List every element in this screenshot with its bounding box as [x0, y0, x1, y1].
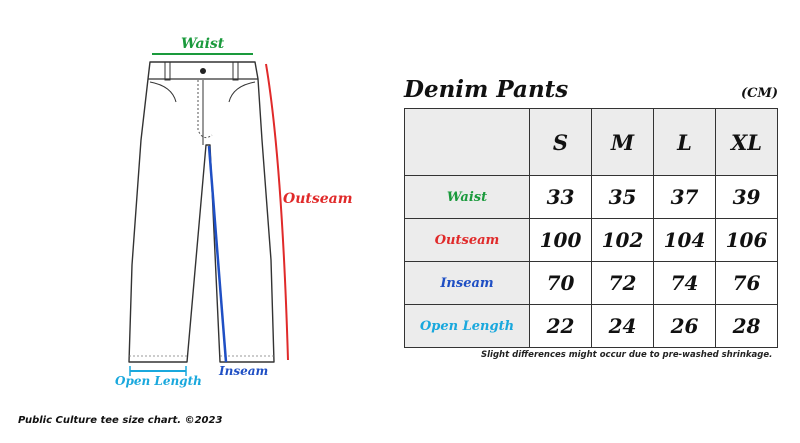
table-cell: 22	[529, 304, 592, 348]
table-cell: 35	[591, 175, 654, 219]
open-length-label: Open Length	[115, 374, 202, 388]
size-header-row: S M L XL	[404, 108, 778, 176]
size-header-l: L	[653, 108, 716, 176]
pants-diagram: Waist Outseam Inseam Open Length	[0, 0, 400, 439]
shrinkage-note: Slight differences might occur due to pr…	[481, 350, 773, 360]
unit-label: (CM)	[741, 86, 779, 101]
size-table: S M L XL Waist 33 35 37 39 Outseam 100 1…	[404, 108, 778, 348]
inseam-label: Inseam	[219, 364, 269, 378]
table-cell: 104	[653, 218, 716, 262]
inseam-measure-line	[207, 145, 228, 363]
header-corner	[404, 108, 530, 176]
table-cell: 100	[529, 218, 592, 262]
row-label-waist: Waist	[404, 175, 530, 219]
table-row: Inseam 70 72 74 76	[404, 261, 778, 305]
size-header-m: M	[591, 108, 654, 176]
table-cell: 76	[715, 261, 778, 305]
row-label-outseam: Outseam	[404, 218, 530, 262]
table-cell: 37	[653, 175, 716, 219]
table-cell: 106	[715, 218, 778, 262]
table-cell: 39	[715, 175, 778, 219]
table-cell: 26	[653, 304, 716, 348]
pocket-left	[149, 81, 177, 103]
footer-caption: Public Culture tee size chart. ©2023	[18, 415, 223, 426]
table-cell: 74	[653, 261, 716, 305]
table-title: Denim Pants	[404, 76, 569, 103]
table-row: Waist 33 35 37 39	[404, 175, 778, 219]
outseam-label: Outseam	[283, 191, 353, 207]
table-cell: 72	[591, 261, 654, 305]
pocket-right	[228, 81, 256, 103]
row-label-inseam: Inseam	[404, 261, 530, 305]
table-row: Open Length 22 24 26 28	[404, 304, 778, 348]
table-cell: 24	[591, 304, 654, 348]
table-cell: 28	[715, 304, 778, 348]
button-icon	[200, 68, 206, 74]
belt-loop	[164, 61, 171, 81]
pants-illustration	[128, 53, 289, 376]
row-label-open-length: Open Length	[404, 304, 530, 348]
table-row: Outseam 100 102 104 106	[404, 218, 778, 262]
table-cell: 33	[529, 175, 592, 219]
waist-label: Waist	[181, 36, 225, 52]
outseam-measure-line	[265, 63, 289, 361]
belt-loop	[232, 61, 239, 81]
table-cell: 102	[591, 218, 654, 262]
size-header-xl: XL	[715, 108, 778, 176]
pants-outline	[128, 61, 275, 363]
table-cell: 70	[529, 261, 592, 305]
size-header-s: S	[529, 108, 592, 176]
